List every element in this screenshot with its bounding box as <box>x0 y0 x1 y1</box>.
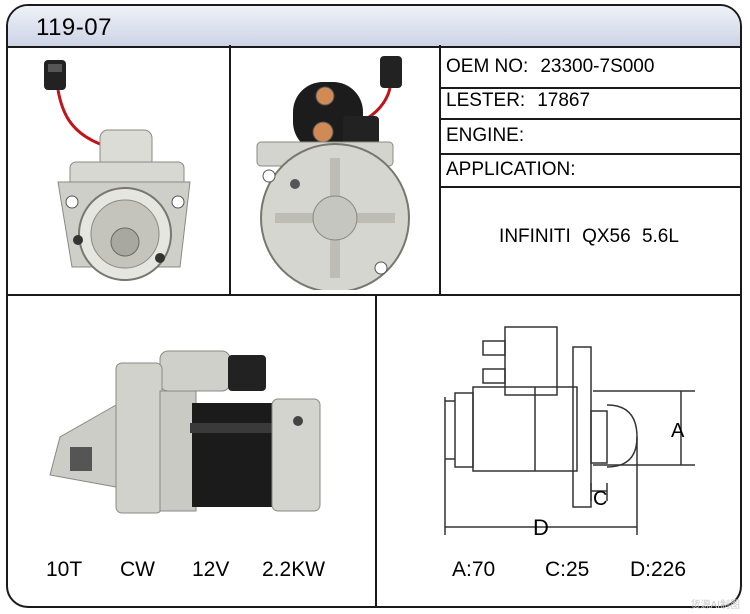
watermark: 货源AI制图 <box>690 600 740 611</box>
dimension-d-label: D <box>533 515 549 540</box>
rotation: CW <box>120 558 155 581</box>
divider-row-middle <box>8 294 740 296</box>
divider-photo-left <box>229 45 231 295</box>
voltage: 12V <box>192 558 230 581</box>
divider-spec-4 <box>440 186 740 188</box>
engine-label: ENGINE: <box>446 125 525 146</box>
lester-row: LESTER: 17867 <box>446 90 590 112</box>
part-number-title: 119-07 <box>36 14 112 41</box>
power: 2.2KW <box>262 558 326 581</box>
lester-label: LESTER: <box>446 90 526 111</box>
dimension-diagram: A C D <box>444 326 695 540</box>
divider-spec-2 <box>440 118 740 120</box>
dimension-c-label: C <box>593 488 607 510</box>
lester-value: 17867 <box>537 90 591 111</box>
application-value: INFINITI QX56 5.6L <box>499 226 679 247</box>
dimension-c-value: C:25 <box>545 558 590 581</box>
engine-row: ENGINE: <box>446 125 536 147</box>
dimension-a-value: A:70 <box>452 558 496 581</box>
starter-side-view-image <box>49 350 321 514</box>
starter-rear-view-image <box>256 56 410 290</box>
teeth-count: 10T <box>46 558 83 581</box>
application-row: APPLICATION: <box>446 159 576 181</box>
divider-spec-3 <box>440 153 740 155</box>
application-label: APPLICATION: <box>446 159 576 180</box>
dimension-d-value: D:226 <box>630 558 687 581</box>
dimension-a-label: A <box>671 420 685 442</box>
starter-front-view-image <box>44 60 191 281</box>
oem-row: OEM NO: 23300-7S000 <box>446 56 654 78</box>
oem-value: 23300-7S000 <box>540 56 655 77</box>
divider-photo-right <box>439 45 441 295</box>
divider-bottom <box>375 295 377 606</box>
card-header: 119-07 <box>8 6 740 48</box>
divider-spec-1 <box>440 87 740 89</box>
oem-label: OEM NO: <box>446 56 529 77</box>
